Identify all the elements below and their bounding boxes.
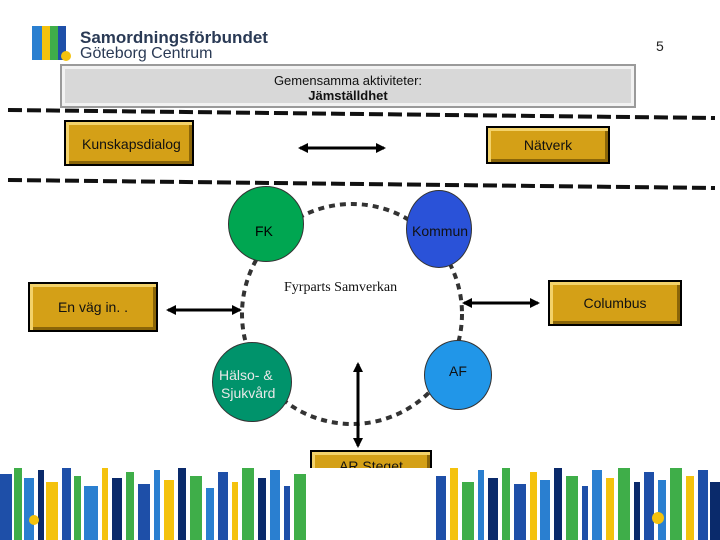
banner-heading: Gemensamma aktiviteter:	[273, 73, 423, 88]
af-label: AF	[449, 363, 467, 379]
halso-sjukvard-circle: Hälso- & Sjukvård	[212, 342, 292, 422]
kommun-circle: Kommun	[406, 190, 472, 268]
logo	[26, 22, 76, 62]
footer-dot	[652, 512, 664, 524]
kunskapsdialog-box: Kunskapsdialog	[64, 120, 194, 166]
fk-circle: FK	[228, 186, 304, 262]
halso-label-line2: Sjukvård	[221, 385, 276, 401]
banner-topic: Jämställdhet	[308, 88, 388, 103]
columbus-box: Columbus	[548, 280, 682, 326]
footer-dot	[29, 515, 39, 525]
en-vag-in-box: En väg in. .	[28, 282, 158, 332]
collaboration-ring	[240, 202, 464, 426]
kunskapsdialog-label: Kunskapsdialog	[82, 136, 181, 152]
kommun-label: Kommun	[412, 223, 469, 239]
page-number: 5	[656, 38, 664, 54]
center-label: Fyrparts Samverkan	[284, 280, 398, 295]
logo-title: Samordningsförbundet	[80, 28, 268, 47]
en-vag-in-label: En väg in. .	[57, 299, 129, 315]
halso-label-line1: Hälso- &	[219, 367, 273, 383]
footer-stripes	[0, 468, 720, 540]
separator-line-top	[7, 108, 716, 120]
natverk-box: Nätverk	[486, 126, 610, 164]
separator-line-bottom	[7, 178, 716, 190]
af-circle: AF	[424, 340, 492, 410]
natverk-label: Nätverk	[523, 137, 573, 153]
columbus-label: Columbus	[583, 295, 647, 311]
logo-mark-icon	[32, 26, 71, 61]
fk-label: FK	[255, 223, 273, 239]
activities-banner: Gemensamma aktiviteter: Jämställdhet	[60, 64, 636, 108]
decorative-footer-band	[0, 468, 720, 540]
logo-subtitle: Göteborg Centrum	[80, 45, 213, 62]
